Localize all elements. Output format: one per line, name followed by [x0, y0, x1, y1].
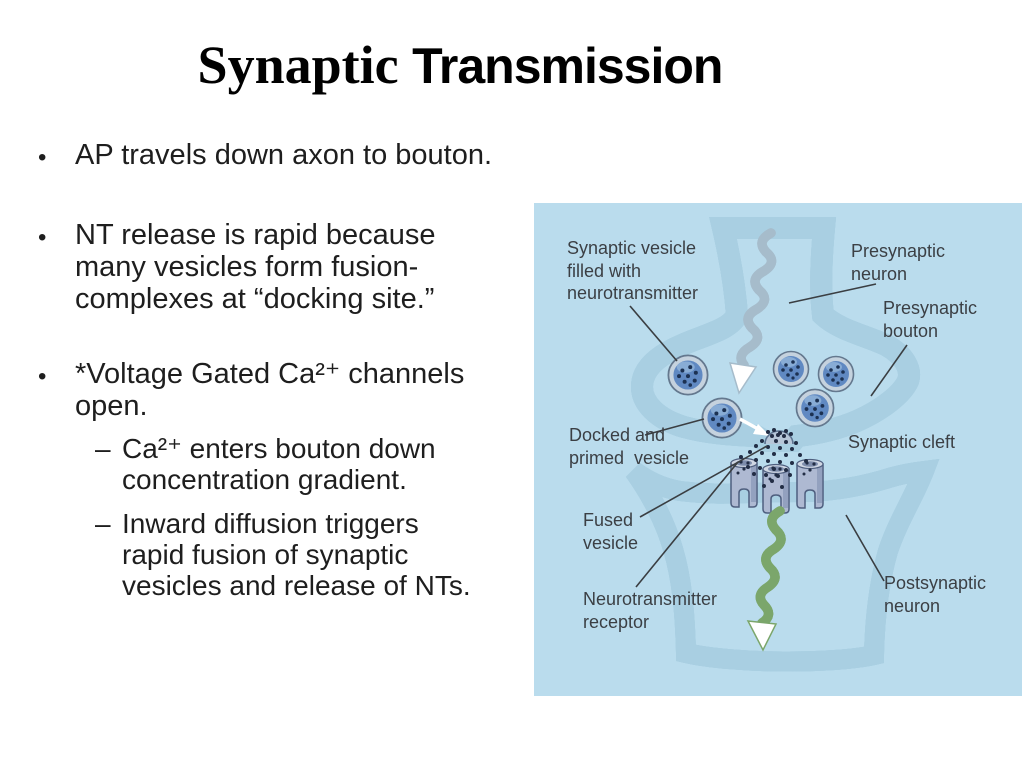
- label-presynaptic-bouton: Presynaptic bouton: [883, 298, 978, 341]
- label-leader-lines: [629, 283, 908, 588]
- postsynaptic-signal-arrow: [746, 506, 781, 652]
- bullet-marker: •: [38, 224, 47, 251]
- bullet-text: NT release is rapid because many vesicle…: [75, 219, 436, 315]
- subbullet-text: Inward diffusion triggers rapid fusion o…: [122, 508, 471, 601]
- label-neurotransmitter-receptor: Neurotransmitter receptor: [583, 589, 718, 632]
- action-potential-arrow: [728, 228, 772, 395]
- slide-title-sans-part: Transmission: [412, 38, 723, 94]
- bullet-text: *Voltage Gated Ca²⁺ channels open.: [75, 358, 465, 422]
- synapse-diagram-svg: [534, 203, 1022, 696]
- label-synaptic-vesicle: Synaptic vesicle filled with neurotransm…: [567, 238, 699, 303]
- label-synaptic-cleft: Synaptic cleft: [848, 432, 956, 452]
- postsynaptic-neuron-shape: [634, 459, 940, 662]
- label-docked-primed-vesicle: Docked and primed vesicle: [569, 425, 690, 468]
- bullet-marker: •: [38, 144, 47, 171]
- subbullet-marker: –: [95, 508, 111, 539]
- slide-title: Synaptic Transmission: [0, 34, 920, 96]
- bullet-text: AP travels down axon to bouton.: [75, 139, 493, 171]
- label-fused-vesicle: Fused vesicle: [583, 510, 639, 553]
- slide-title-serif-part: Synaptic: [197, 35, 413, 95]
- subbullet-marker: –: [95, 433, 111, 464]
- synapse-diagram: [534, 203, 1022, 696]
- subbullet-text: Ca²⁺ enters bouton down concentration gr…: [122, 433, 436, 495]
- bullet-marker: •: [38, 363, 47, 390]
- label-postsynaptic-neuron: Postsynaptic neuron: [884, 573, 987, 616]
- vesicle-docking-arrow: [739, 417, 770, 436]
- label-presynaptic-neuron: Presynaptic neuron: [851, 241, 946, 284]
